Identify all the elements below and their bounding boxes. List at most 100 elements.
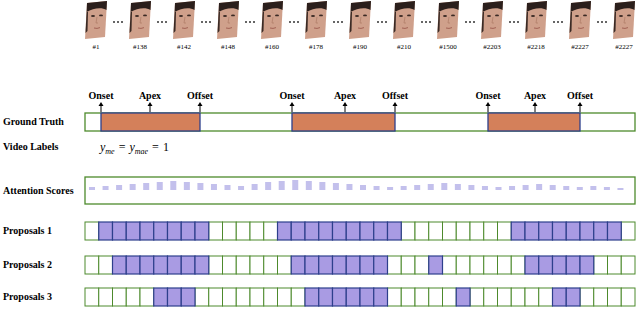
proposal-cell — [346, 256, 360, 274]
frame-cell — [470, 256, 484, 274]
attention-score — [130, 184, 136, 190]
ellipsis-dots — [113, 21, 123, 23]
proposal-cell — [360, 222, 374, 240]
phase-label: Onset — [280, 91, 305, 101]
proposal-cell — [566, 288, 580, 306]
proposal-cell — [305, 288, 319, 306]
attention-score — [89, 187, 95, 190]
frame-number: #142 — [177, 44, 191, 51]
row-label: Attention Scores — [3, 186, 74, 196]
attention-score — [523, 185, 529, 190]
attention-score — [509, 186, 515, 190]
frame-number: #190 — [353, 44, 367, 51]
attention-score — [536, 184, 542, 190]
equation-part: me — [105, 147, 114, 156]
proposal-cell — [511, 222, 525, 240]
frame-cell — [140, 288, 154, 306]
frame-cell — [85, 288, 99, 306]
proposal-cell — [553, 256, 567, 274]
frame-number: #2218 — [527, 44, 545, 51]
ellipsis-dots — [333, 21, 343, 23]
attention-score — [563, 186, 569, 190]
phase-label: Offset — [187, 91, 213, 101]
proposal-cell — [333, 288, 347, 306]
attention-score — [346, 184, 352, 190]
attention-score — [143, 183, 149, 190]
proposal-cell — [99, 222, 113, 240]
marker-arrow-head — [578, 102, 583, 106]
proposal-cell — [539, 222, 553, 240]
attention-score — [265, 182, 271, 190]
frame-cell — [443, 222, 457, 240]
marker-arrow-head — [486, 102, 491, 106]
frame-cell — [388, 288, 402, 306]
phase-label: Offset — [567, 91, 593, 101]
frame-cell — [223, 256, 237, 274]
frame-cell — [621, 222, 635, 240]
proposal-cell — [525, 256, 539, 274]
phase-label: Offset — [382, 91, 408, 101]
frame-cell — [250, 256, 264, 274]
proposal-cell — [388, 222, 402, 240]
frame-cell — [511, 288, 525, 306]
frame-cell — [594, 256, 608, 274]
proposal-cell — [608, 222, 622, 240]
proposal-cell — [305, 222, 319, 240]
frame-number: #210 — [397, 44, 411, 51]
frame-number: #1 — [93, 44, 100, 51]
frame-number: #138 — [133, 44, 147, 51]
proposal-cell — [346, 288, 360, 306]
attention-score — [306, 181, 312, 190]
attention-score — [252, 184, 258, 190]
frame-cell — [621, 256, 635, 274]
frame-cell — [594, 288, 608, 306]
attention-score — [482, 186, 488, 190]
ground-truth-bar — [85, 113, 635, 131]
frame-number: #148 — [221, 44, 235, 51]
frame-cell — [608, 288, 622, 306]
proposal-cell — [456, 288, 470, 306]
frame-cell — [484, 222, 498, 240]
frame-cell — [401, 288, 415, 306]
attention-score — [333, 183, 339, 190]
proposal-cell — [154, 256, 168, 274]
frame-cell — [401, 222, 415, 240]
attention-score — [441, 183, 447, 190]
frame-cell — [85, 256, 99, 274]
proposal-cell — [181, 256, 195, 274]
equation-part: y — [100, 140, 105, 154]
expression-interval — [292, 113, 395, 131]
frame-cell — [511, 256, 525, 274]
proposal-cell — [333, 222, 347, 240]
marker-arrow-line — [101, 105, 102, 112]
ellipsis-dots — [289, 21, 299, 23]
marker-arrow-line — [150, 105, 151, 112]
face-frame — [525, 1, 547, 39]
frame-cell — [209, 288, 223, 306]
proposal-cell — [140, 222, 154, 240]
phase-label: Onset — [476, 91, 501, 101]
video-label-equation: yme=ymae=1 — [100, 141, 169, 156]
proposal-cell — [333, 256, 347, 274]
attention-score — [197, 183, 203, 190]
frame-cell — [621, 288, 635, 306]
frame-cell — [126, 288, 140, 306]
face-frame — [393, 1, 415, 39]
frame-cell — [264, 256, 278, 274]
proposal-cell — [429, 256, 443, 274]
proposal-cell — [319, 256, 333, 274]
proposal-cell — [154, 288, 168, 306]
frame-number: #2227 — [571, 44, 589, 51]
proposal-cell — [580, 222, 594, 240]
proposal-cell — [374, 222, 388, 240]
frame-cell — [484, 288, 498, 306]
marker-arrow-line — [200, 105, 201, 112]
attention-score — [496, 187, 502, 190]
attention-score — [468, 185, 474, 190]
row-label: Proposals 2 — [3, 260, 52, 270]
frame-cell — [429, 222, 443, 240]
proposal-cell — [126, 222, 140, 240]
proposal-cell — [360, 288, 374, 306]
attention-score — [116, 185, 122, 190]
